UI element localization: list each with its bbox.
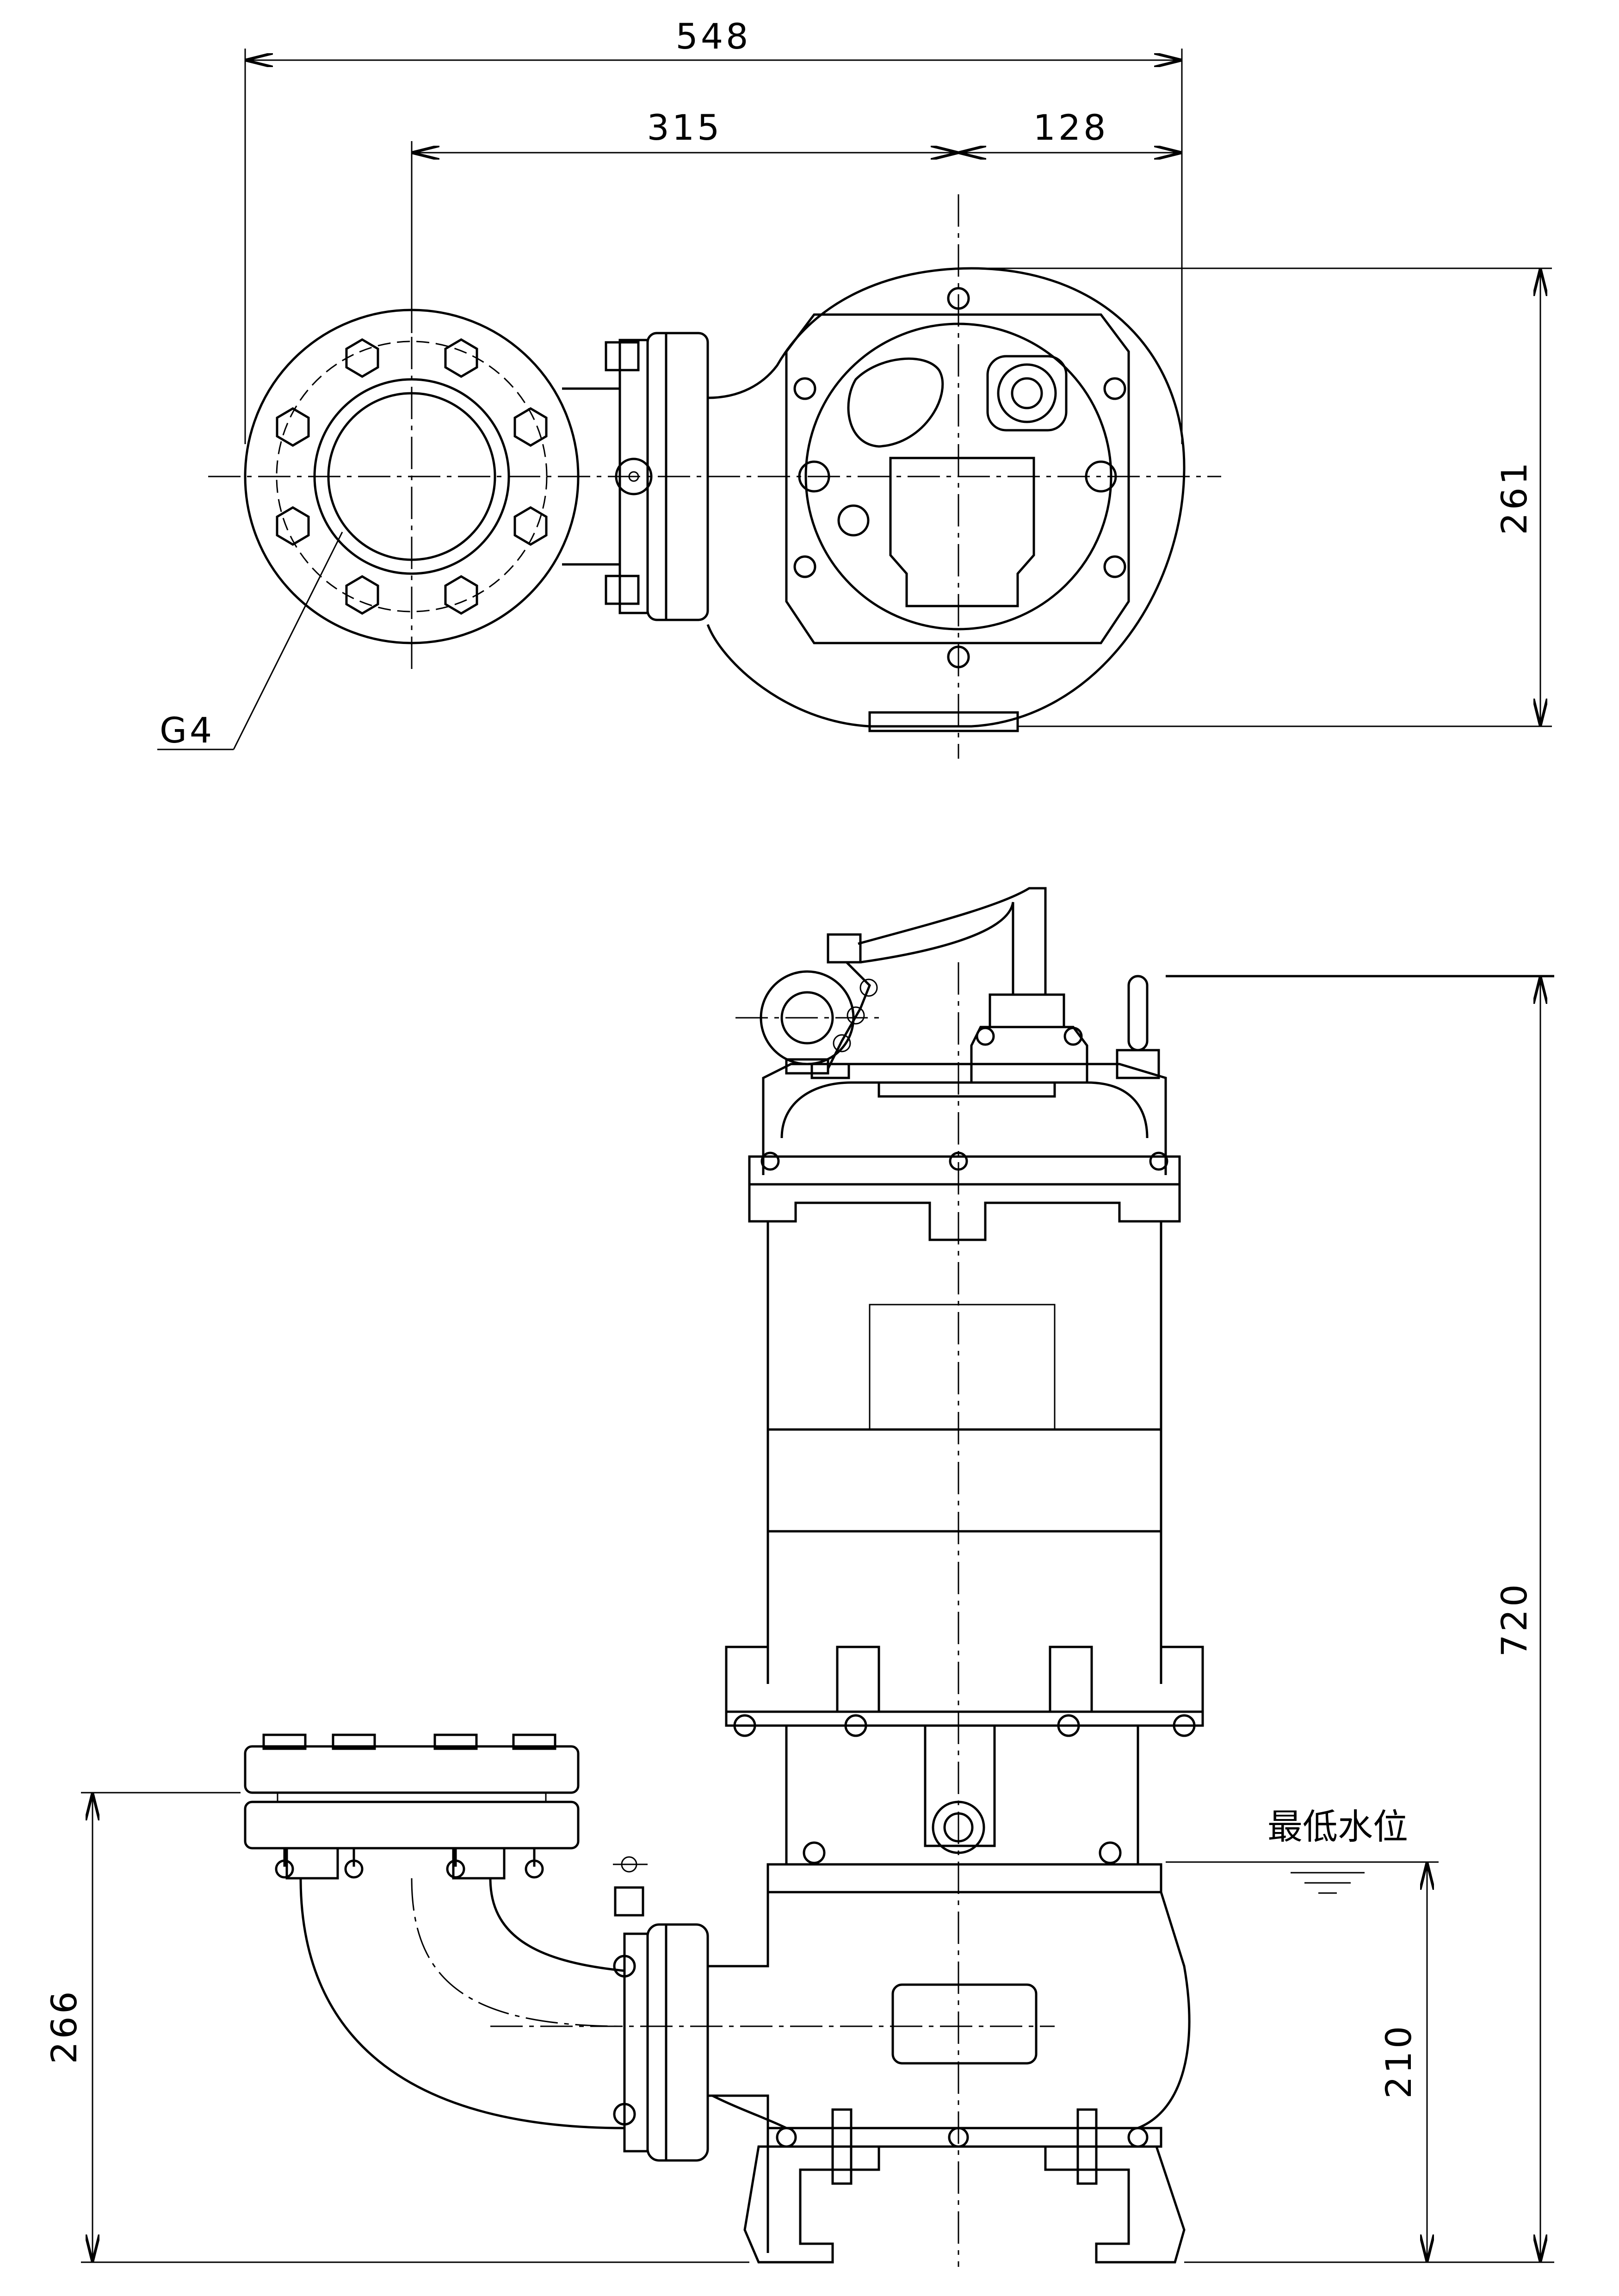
base-stand <box>743 2108 1186 2264</box>
motor-frame <box>766 1221 1162 1684</box>
pump-casing-elevation <box>490 1892 1191 2253</box>
motor-lower-flange <box>725 1646 1204 1737</box>
dim-548-label: 548 <box>675 16 751 57</box>
dim-720-label: 720 <box>1494 1581 1535 1657</box>
motor-top-cover <box>748 1063 1181 1241</box>
nameplate <box>869 1304 1056 1430</box>
dim-min-level-height: 210 <box>1166 1861 1439 2262</box>
vent-stub <box>1116 975 1160 1079</box>
g4-label: G4 <box>160 710 215 751</box>
discharge-elbow <box>285 1847 625 2129</box>
dim-210-label: 210 <box>1378 2023 1419 2098</box>
plan-view: 548 315 128 261 <box>157 16 1552 759</box>
dim-center-to-edge: 128 <box>958 107 1182 153</box>
dim-discharge-height: 266 <box>43 1792 749 2263</box>
discharge-neck-plan <box>562 332 709 621</box>
pump-casing-plan <box>706 267 1186 732</box>
flange-bolt-heads <box>276 338 548 615</box>
flange-size-callout: G4 <box>157 532 343 751</box>
dim-overall-width: 548 <box>244 16 1183 444</box>
discharge-flange-plan <box>244 309 580 644</box>
dim-overall-height: 720 <box>1166 975 1554 2263</box>
min-water-level-label: 最低水位 <box>1267 1806 1408 1847</box>
dim-315-label: 315 <box>647 107 722 148</box>
dim-128-label: 128 <box>1033 107 1108 148</box>
dim-flange-to-center: 315 <box>411 107 958 333</box>
dim-261-label: 261 <box>1494 459 1535 535</box>
power-cable <box>858 887 1088 1084</box>
discharge-flange-elevation <box>244 1733 580 1879</box>
casing-plate <box>891 1983 1038 2065</box>
lifting-chain <box>827 933 878 1070</box>
min-water-level-marker: 最低水位 <box>1267 1806 1408 1894</box>
shaft-housing <box>766 1724 1162 1894</box>
dim-266-label: 266 <box>43 1988 85 2064</box>
casing-discharge-flange <box>613 1856 709 2162</box>
elevation-view: 720 266 210 最低水位 <box>43 887 1554 2267</box>
lifting-eye <box>735 970 879 1075</box>
dim-plan-depth: 261 <box>974 267 1552 727</box>
